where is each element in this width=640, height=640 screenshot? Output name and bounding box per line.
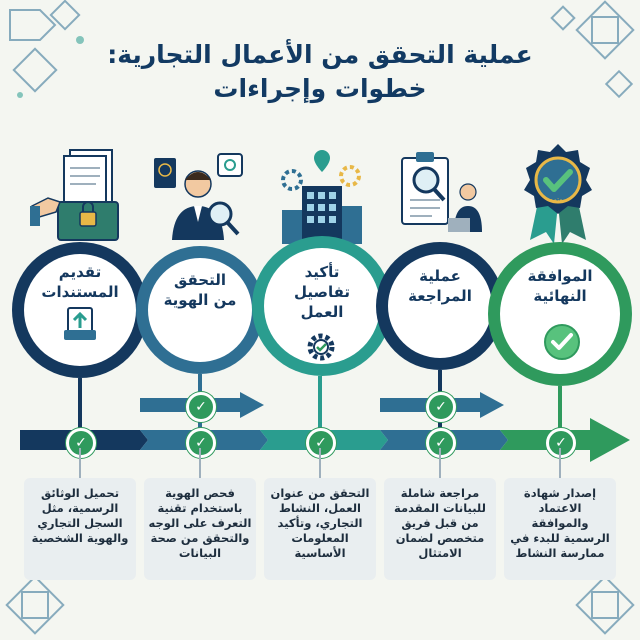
- corner-pattern-bottom-right: [575, 575, 635, 635]
- approval-badge-illustration: معتمد: [524, 144, 592, 244]
- building-gears-illustration: [281, 150, 362, 244]
- progress-check-step-1: ✓: [66, 428, 96, 458]
- connector-step-1: [79, 448, 81, 478]
- document-upload-icon: [64, 307, 96, 340]
- progress-check-step-5: ✓: [546, 428, 576, 458]
- gear-check-icon: [307, 333, 335, 361]
- step-5-label: الموافقة النهائية: [515, 266, 605, 306]
- step-1-tail: [78, 378, 82, 430]
- clipboard-magnifier-reviewer-illustration: [401, 152, 482, 232]
- step-4-description: مراجعة شاملة للبيانات المقدمة من قبل فري…: [384, 478, 496, 580]
- connector-step-2: [199, 448, 201, 478]
- step-4-label-line-1: عملية: [419, 267, 461, 285]
- step-5-label-line-1: الموافقة: [527, 267, 593, 285]
- step-2-label: التحقق من الهوية: [155, 270, 245, 310]
- upper-check-step-2: ✓: [186, 392, 216, 422]
- progress-check-step-4: ✓: [426, 428, 456, 458]
- step-2-label-line-1: التحقق: [173, 271, 227, 289]
- progress-check-step-3: ✓: [306, 428, 336, 458]
- step-5-description: إصدار شهادة الاعتماد والموافقة الرسمية ل…: [504, 478, 616, 580]
- step-4-circle-inner: [388, 254, 492, 358]
- corner-pattern-top-right: [550, 0, 635, 99]
- step-3-label-line-2: تفاصيل: [293, 283, 351, 301]
- corner-pattern-top-left: [9, 0, 84, 98]
- upper-check-step-4: ✓: [426, 392, 456, 422]
- step-3-label-line-3: العمل: [300, 303, 344, 321]
- step-2-circle-inner: [148, 258, 252, 362]
- step-1-description: تحميل الوثائق الرسمية، مثل السجل التجاري…: [24, 478, 136, 580]
- step-2-label-line-2: من الهوية: [163, 291, 237, 309]
- corner-pattern-bottom-left: [5, 575, 65, 635]
- step-4-label-line-2: المراجعة: [408, 287, 472, 305]
- step-1-label-line-1: تقديم: [58, 263, 102, 281]
- step-3-label: تأكيد تفاصيل العمل: [277, 262, 367, 322]
- documents-lock-hand-illustration: [30, 149, 119, 241]
- connector-step-5: [559, 448, 561, 478]
- step-1-label: تقديم المستندات: [35, 262, 125, 302]
- progress-check-step-2: ✓: [186, 428, 216, 458]
- connector-step-4: [439, 448, 441, 478]
- step-2-description: فحص الهوية باستخدام تقنية التعرف على الو…: [144, 478, 256, 580]
- step-3-label-line-1: تأكيد: [304, 263, 340, 281]
- check-circle-icon: [544, 324, 580, 360]
- title-line-1: عملية التحقق من الأعمال التجارية:: [107, 40, 533, 69]
- step-5-label-line-2: النهائية: [533, 287, 587, 305]
- connector-step-3: [319, 448, 321, 478]
- identity-verification-illustration: [154, 153, 243, 240]
- badge-text: معتمد: [550, 196, 567, 204]
- step-4-label: عملية المراجعة: [395, 266, 485, 306]
- step-3-description: التحقق من عنوان العمل، النشاط التجاري، و…: [264, 478, 376, 580]
- title-line-2: خطوات وإجراءات: [213, 74, 427, 103]
- step-1-label-line-2: المستندات: [41, 283, 119, 301]
- step-5-tail: [558, 386, 562, 430]
- step-3-tail: [318, 376, 322, 430]
- page-title: عملية التحقق من الأعمال التجارية: خطوات …: [0, 38, 640, 106]
